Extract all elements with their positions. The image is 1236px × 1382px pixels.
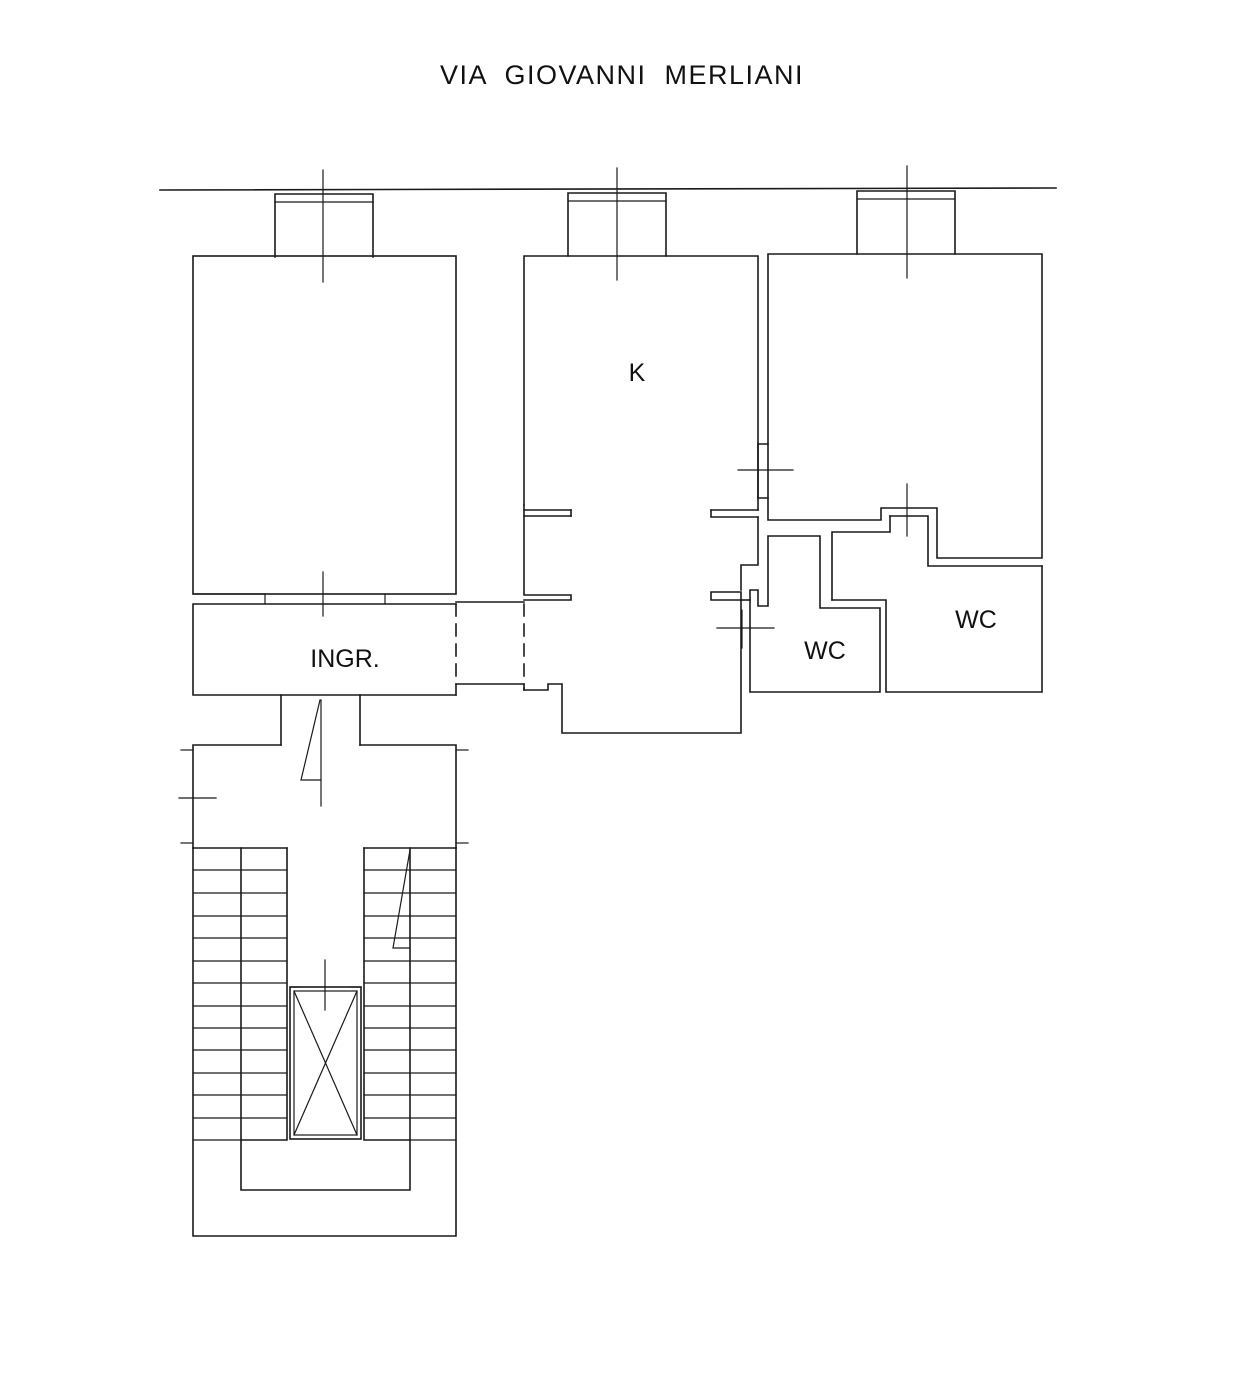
facade-line [159, 187, 1057, 191]
window-1 [274, 169, 374, 283]
elevator-shaft [289, 959, 362, 1140]
room-entrance: INGR. [192, 593, 525, 696]
room-kitchen: K [523, 255, 759, 734]
room-label-wc-small: WC [804, 637, 846, 665]
room-label-kitchen: K [629, 359, 646, 387]
room-label-entrance: INGR. [310, 645, 379, 673]
stair-treads-left [192, 869, 288, 1141]
corridor [280, 694, 361, 807]
staircase [192, 847, 457, 1237]
room-wc-small: WC [716, 535, 881, 693]
room-left [192, 255, 457, 617]
window-2 [567, 167, 667, 281]
window-3 [856, 165, 956, 279]
street-name: VIA GIOVANNI MERLIANI [440, 60, 804, 90]
stair-door-swing [392, 849, 411, 949]
room-right [737, 253, 1043, 567]
room-label-wc-large: WC [955, 606, 997, 634]
room-wc-large: WC [831, 515, 1043, 693]
stair-treads-right [363, 869, 457, 1141]
stair-landing [178, 744, 469, 849]
